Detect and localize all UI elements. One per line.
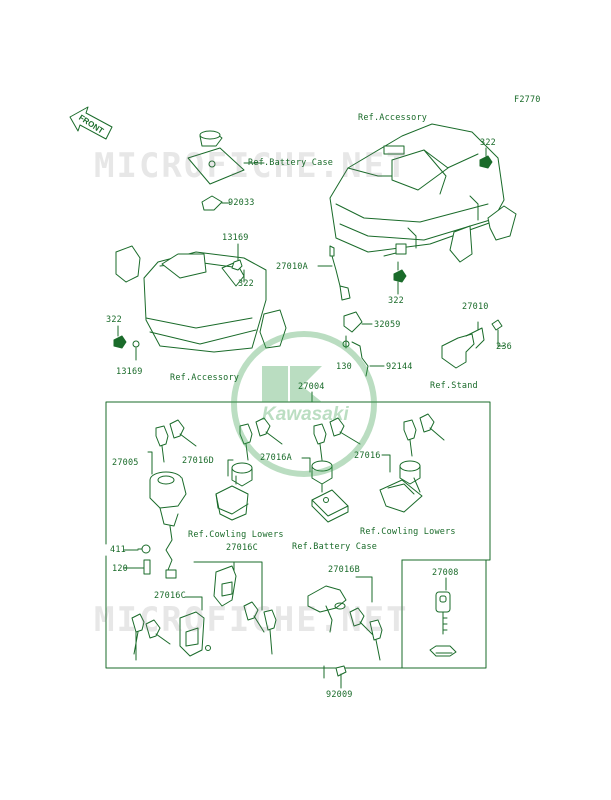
label-ref-battery-case-bottom: Ref.Battery Case — [292, 542, 378, 552]
nut-322-top-right — [479, 155, 493, 169]
label-27016: 27016 — [354, 451, 381, 461]
label-ref-battery-case-top: Ref.Battery Case — [248, 158, 334, 168]
lock-27016B — [307, 585, 347, 633]
watermark-text-bottom: MICROFICHE.NET — [94, 600, 409, 640]
key-pair-27016C-upper — [243, 601, 277, 655]
key-pair-27016D — [239, 417, 283, 461]
label-27016C-lower: 27016C — [154, 591, 186, 601]
label-27005: 27005 — [112, 458, 139, 468]
accessory-box-left — [115, 245, 287, 353]
label-13169-left: 13169 — [116, 367, 143, 377]
label-ref-cowling-lowers-left: Ref.Cowling Lowers — [188, 530, 284, 540]
label-27004: 27004 — [298, 382, 325, 392]
label-236: 236 — [496, 342, 512, 352]
accessory-box-top-right — [329, 123, 517, 263]
lock-cylinder-27016 — [399, 460, 421, 493]
label-27016C-upper: 27016C — [226, 543, 258, 553]
kawasaki-logo-text: Kawasaki — [262, 404, 349, 425]
label-130: 130 — [336, 362, 352, 372]
label-92033: 92033 — [228, 198, 255, 208]
label-120: 120 — [112, 564, 128, 574]
front-arrow-icon — [69, 106, 113, 140]
battery-case-lid-top — [187, 130, 265, 211]
stand-bracket — [441, 319, 505, 369]
label-27016A: 27016A — [260, 453, 292, 463]
key-pair-27005 — [155, 419, 197, 463]
label-27016D: 27016D — [182, 456, 214, 466]
label-92144: 92144 — [386, 362, 413, 372]
key-pair-27016 — [403, 413, 445, 457]
ignition-switch-27005 — [149, 471, 187, 579]
label-ref-accessory-left: Ref.Accessory — [170, 373, 240, 383]
key-pair-27016C-lower — [131, 613, 171, 655]
label-322-top-right: 322 — [480, 138, 496, 148]
key-pair-27016B — [349, 607, 383, 661]
ignition-switch-bracket — [317, 245, 385, 377]
switch-27016C-lower — [179, 611, 211, 657]
label-322-left: 322 — [106, 315, 122, 325]
cowling-lock-left — [215, 485, 249, 521]
label-27016B: 27016B — [328, 565, 360, 575]
cowling-lock-right — [379, 479, 423, 513]
lock-cylinder-27016A — [311, 460, 333, 493]
label-92009: 92009 — [326, 690, 353, 700]
label-27008: 27008 — [432, 568, 459, 578]
label-322-left-upper: 322 — [238, 279, 254, 289]
page-code: F2770 — [514, 95, 541, 105]
label-13169-top: 13169 — [222, 233, 249, 243]
label-27010: 27010 — [462, 302, 489, 312]
label-322-center: 322 — [388, 296, 404, 306]
label-ref-cowling-lowers-right: Ref.Cowling Lowers — [360, 527, 456, 537]
lock-cylinder-27016D — [231, 462, 253, 487]
switch-27016C-upper — [213, 565, 237, 607]
key-pair-27016A — [313, 417, 361, 461]
label-ref-accessory-top: Ref.Accessory — [358, 113, 428, 123]
label-411: 411 — [110, 545, 126, 555]
key-blank-27008 — [401, 559, 487, 669]
watermark-text-top: MICROFICHE.NET — [94, 146, 409, 186]
label-32059: 32059 — [374, 320, 401, 330]
label-ref-stand: Ref.Stand — [430, 381, 478, 391]
battery-case-cover-plate — [311, 489, 349, 523]
label-27010A: 27010A — [276, 262, 308, 272]
bolt-92009 — [323, 665, 347, 689]
kawasaki-logo — [231, 331, 377, 477]
